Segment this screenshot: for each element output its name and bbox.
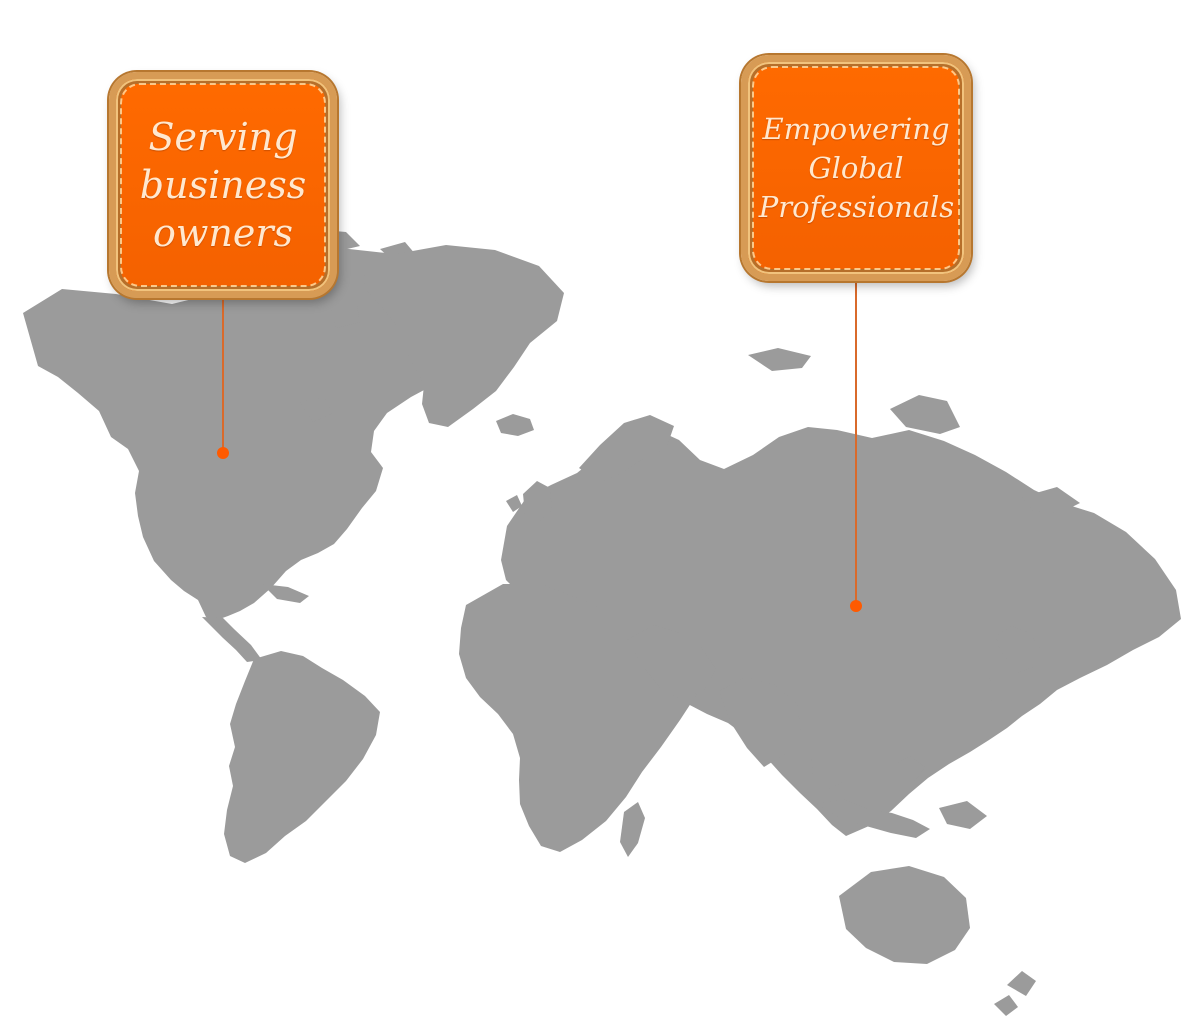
southeast-asia xyxy=(804,710,873,790)
pin-right-group xyxy=(850,281,862,612)
india xyxy=(719,677,801,767)
greenland xyxy=(364,245,564,427)
australia xyxy=(839,866,970,964)
new-zealand xyxy=(994,971,1036,1016)
callout-left-text: Serving business owners xyxy=(139,115,307,255)
callout-right-text: Empowering Global Professionals xyxy=(758,111,955,224)
central-america-caribbean xyxy=(202,584,309,662)
scandinavia xyxy=(579,415,674,482)
pin-left-group xyxy=(217,298,229,459)
map-pin-icon[interactable] xyxy=(217,447,229,459)
iceland xyxy=(496,414,534,436)
madagascar xyxy=(620,802,645,857)
arctic-islands xyxy=(748,348,1080,513)
japan-korea xyxy=(965,626,1041,707)
arabian-peninsula xyxy=(627,625,716,700)
south-america xyxy=(224,651,380,863)
callout-serving-business-owners: Serving business owners xyxy=(109,72,337,298)
map-pin-icon[interactable] xyxy=(850,600,862,612)
eurasia xyxy=(501,427,1181,836)
callout-empowering-global-professionals: Empowering Global Professionals xyxy=(741,55,971,281)
indonesia-philippines xyxy=(817,756,987,838)
north-america xyxy=(23,238,478,621)
british-isles xyxy=(506,481,552,522)
landmasses xyxy=(23,229,1181,1016)
